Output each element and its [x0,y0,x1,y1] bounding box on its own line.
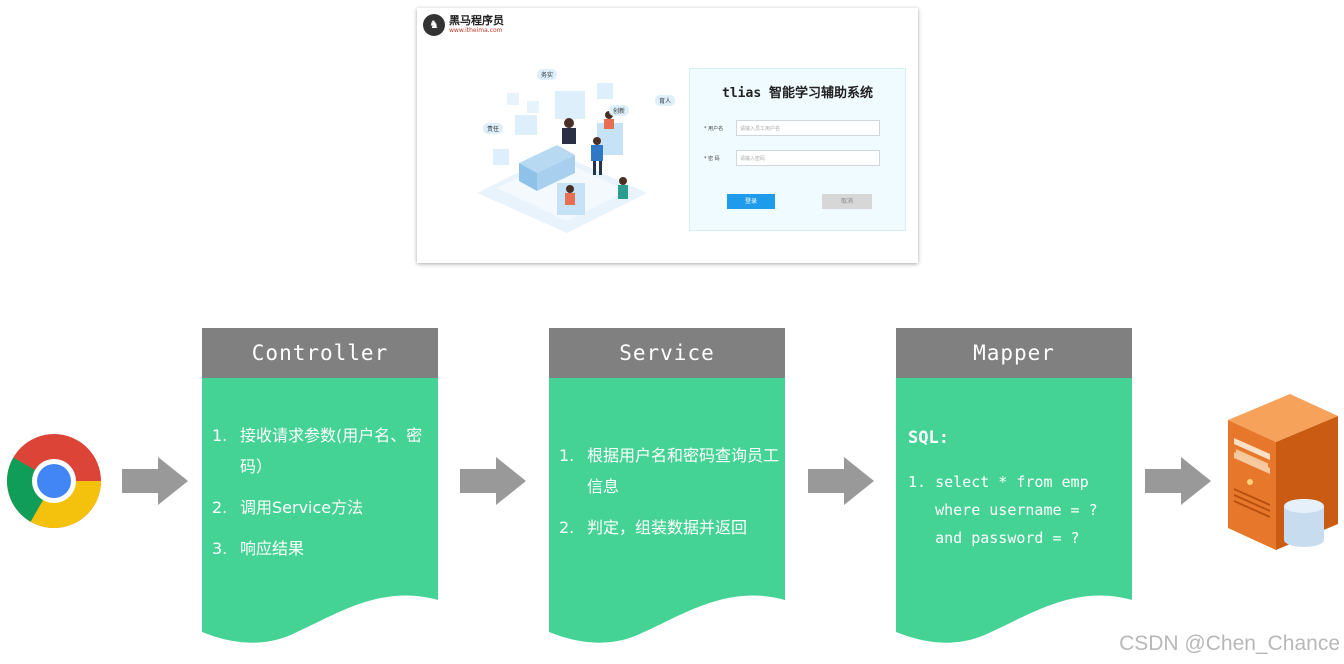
password-input[interactable]: 请输入密码 [736,150,880,166]
brand-logo: ♞ 黑马程序员 www.itheima.com [423,14,504,36]
logo-url: www.itheima.com [449,27,503,34]
arrow-icon [808,457,874,505]
horse-logo-icon: ♞ [423,14,445,36]
service-body: 1.根据用户名和密码查询员工信息 2.判定，组装数据并返回 [549,378,785,650]
office-illustration: 务实 育人 责任 创新 [447,53,687,243]
tag-label: 责任 [483,123,504,134]
tag-label: 创新 [609,105,630,116]
controller-body: 1.接收请求参数(用户名、密码） 2.调用Service方法 3.响应结果 [202,378,438,650]
controller-card: Controller 1.接收请求参数(用户名、密码） 2.调用Service方… [202,328,438,650]
chrome-icon [7,434,101,528]
controller-title: Controller [202,328,438,378]
tag-label: 育人 [655,95,676,106]
sql-code: 1. select * from emp where username = ? … [908,473,1098,547]
service-card: Service 1.根据用户名和密码查询员工信息 2.判定，组装数据并返回 [549,328,785,650]
arrow-icon [122,457,188,505]
service-title: Service [549,328,785,378]
sql-label: SQL: [908,428,949,448]
list-item: 2.调用Service方法 [212,498,364,517]
list-item: 2.判定，组装数据并返回 [559,518,748,537]
logo-name: 黑马程序员 [449,14,504,27]
cancel-button[interactable]: 取消 [822,194,872,209]
password-row: * 密 码 请输入密码 [704,150,880,166]
list-item: 1.根据用户名和密码查询员工信息 [559,446,780,496]
password-label: * 密 码 [704,155,720,162]
login-panel: tlias 智能学习辅助系统 * 用户名 请输入员工用户名 * 密 码 请输入密… [689,68,906,231]
arrow-icon [1145,457,1211,505]
system-title: tlias 智能学习辅助系统 [722,86,873,101]
mapper-card: Mapper SQL: 1. select * from emp where u… [896,328,1132,650]
watermark: CSDN @Chen_Chance [1119,632,1340,655]
login-button[interactable]: 登录 [727,194,775,209]
arrow-icon [460,457,526,505]
server-icon [1228,394,1338,550]
mapper-title: Mapper [896,328,1132,378]
username-label: * 用户名 [704,125,724,132]
list-item: 3.响应结果 [212,539,305,558]
list-item: 1.接收请求参数(用户名、密码） [212,426,423,476]
tag-label: 务实 [537,69,558,80]
username-row: * 用户名 请输入员工用户名 [704,120,880,136]
mapper-body: SQL: 1. select * from emp where username… [896,378,1132,650]
login-screenshot: ♞ 黑马程序员 www.itheima.com [417,8,918,263]
username-input[interactable]: 请输入员工用户名 [736,120,880,136]
